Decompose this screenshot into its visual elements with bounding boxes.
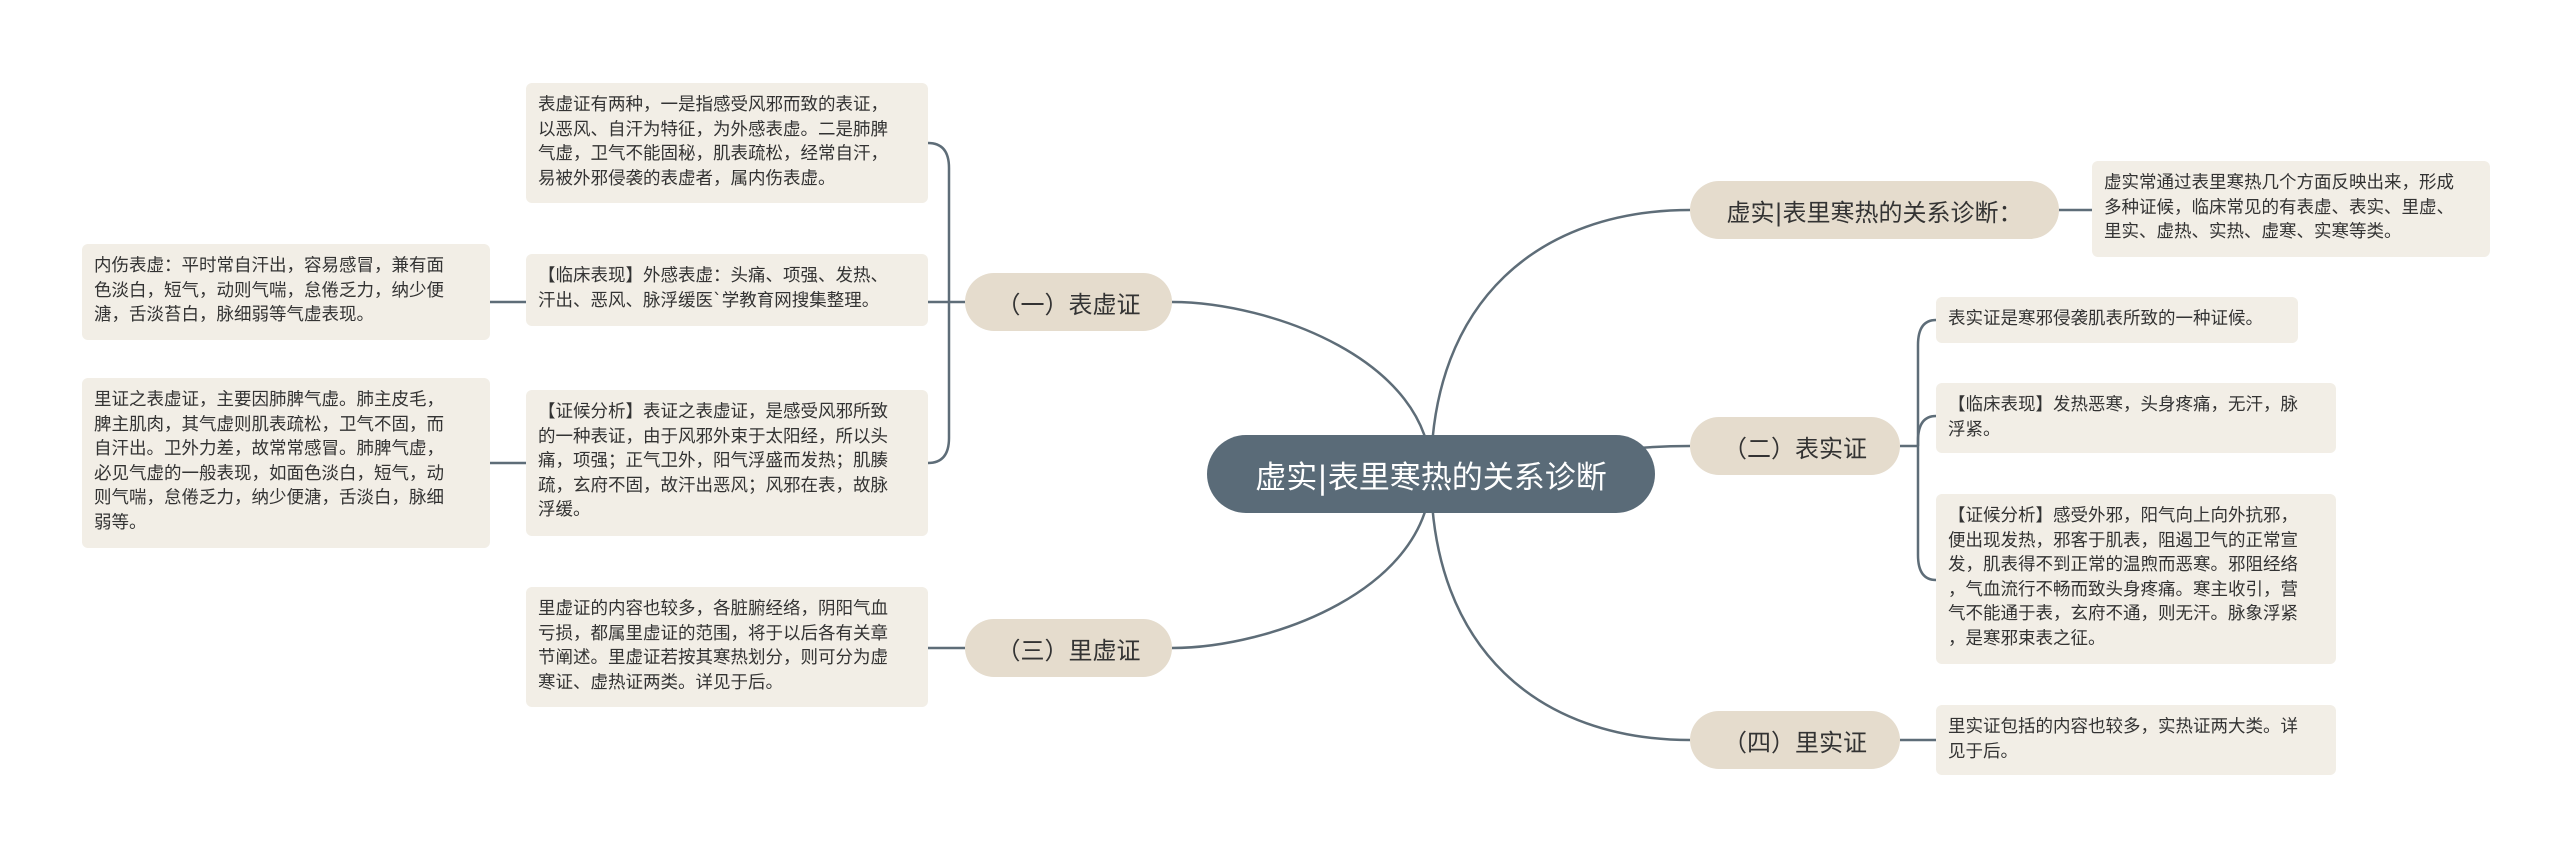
- branch-biao-xu-zheng[interactable]: （一）表虚证: [965, 273, 1172, 331]
- branch-biao-shi-zheng[interactable]: （二）表实证: [1690, 417, 1900, 475]
- link-r2-c1: [1916, 318, 1937, 446]
- leaf-li-shi-content[interactable]: 里实证包括的内容也较多，实热证两大类。详 见于后。: [1936, 705, 2336, 775]
- branch-li-xu-zheng[interactable]: （三）里虚证: [965, 619, 1172, 677]
- leaf-biao-xu-clinical[interactable]: 【临床表现】外感表虚：头痛、项强、发热、 汗出、恶风、脉浮缓医`学教育网搜集整理…: [526, 254, 928, 326]
- leaf-li-zheng-biao-xu[interactable]: 里证之表虚证，主要因肺脾气虚。肺主皮毛， 脾主肌肉，其气虚则肌表疏松，卫气不固，…: [82, 378, 490, 548]
- link-center-r1: [1429, 208, 1691, 475]
- link-b1-c1: [927, 141, 951, 302]
- link-b1-c3: [927, 302, 951, 465]
- link-r2-c3: [1916, 446, 1937, 582]
- leaf-biao-xu-definition[interactable]: 表虚证有两种，一是指感受风邪而致的表证， 以恶风、自汗为特征，为外感表虚。二是肺…: [526, 83, 928, 203]
- link-center-b1: [1171, 300, 1433, 475]
- leaf-nei-shang-biao-xu[interactable]: 内伤表虚：平时常自汗出，容易感冒，兼有面 色淡白，短气，动则气喘，怠倦乏力，纳少…: [82, 244, 490, 340]
- central-topic[interactable]: 虚实|表里寒热的关系诊断: [1207, 435, 1655, 513]
- leaf-biao-shi-analysis[interactable]: 【证候分析】感受外邪，阳气向上向外抗邪， 便出现发热，邪客于肌表，阻遏卫气的正常…: [1936, 494, 2336, 664]
- branch-relation-diagnosis[interactable]: 虚实|表里寒热的关系诊断：: [1690, 181, 2059, 239]
- link-center-b3: [1171, 473, 1433, 650]
- link-r2-c2: [1916, 414, 1937, 446]
- leaf-biao-shi-clinical[interactable]: 【临床表现】发热恶寒，头身疼痛，无汗，脉 浮紧。: [1936, 383, 2336, 453]
- link-center-r4: [1429, 473, 1691, 742]
- leaf-biao-xu-analysis[interactable]: 【证候分析】表证之表虚证，是感受风邪所致 的一种表证，由于风邪外束于太阳经，所以…: [526, 390, 928, 536]
- leaf-relation-overview[interactable]: 虚实常通过表里寒热几个方面反映出来，形成 多种证候，临床常见的有表虚、表实、里虚…: [2092, 161, 2490, 257]
- leaf-li-xu-content[interactable]: 里虚证的内容也较多，各脏腑经络，阴阳气血 亏损，都属里虚证的范围，将于以后各有关…: [526, 587, 928, 707]
- branch-li-shi-zheng[interactable]: （四）里实证: [1690, 711, 1900, 769]
- leaf-biao-shi-definition[interactable]: 表实证是寒邪侵袭肌表所致的一种证候。: [1936, 297, 2298, 343]
